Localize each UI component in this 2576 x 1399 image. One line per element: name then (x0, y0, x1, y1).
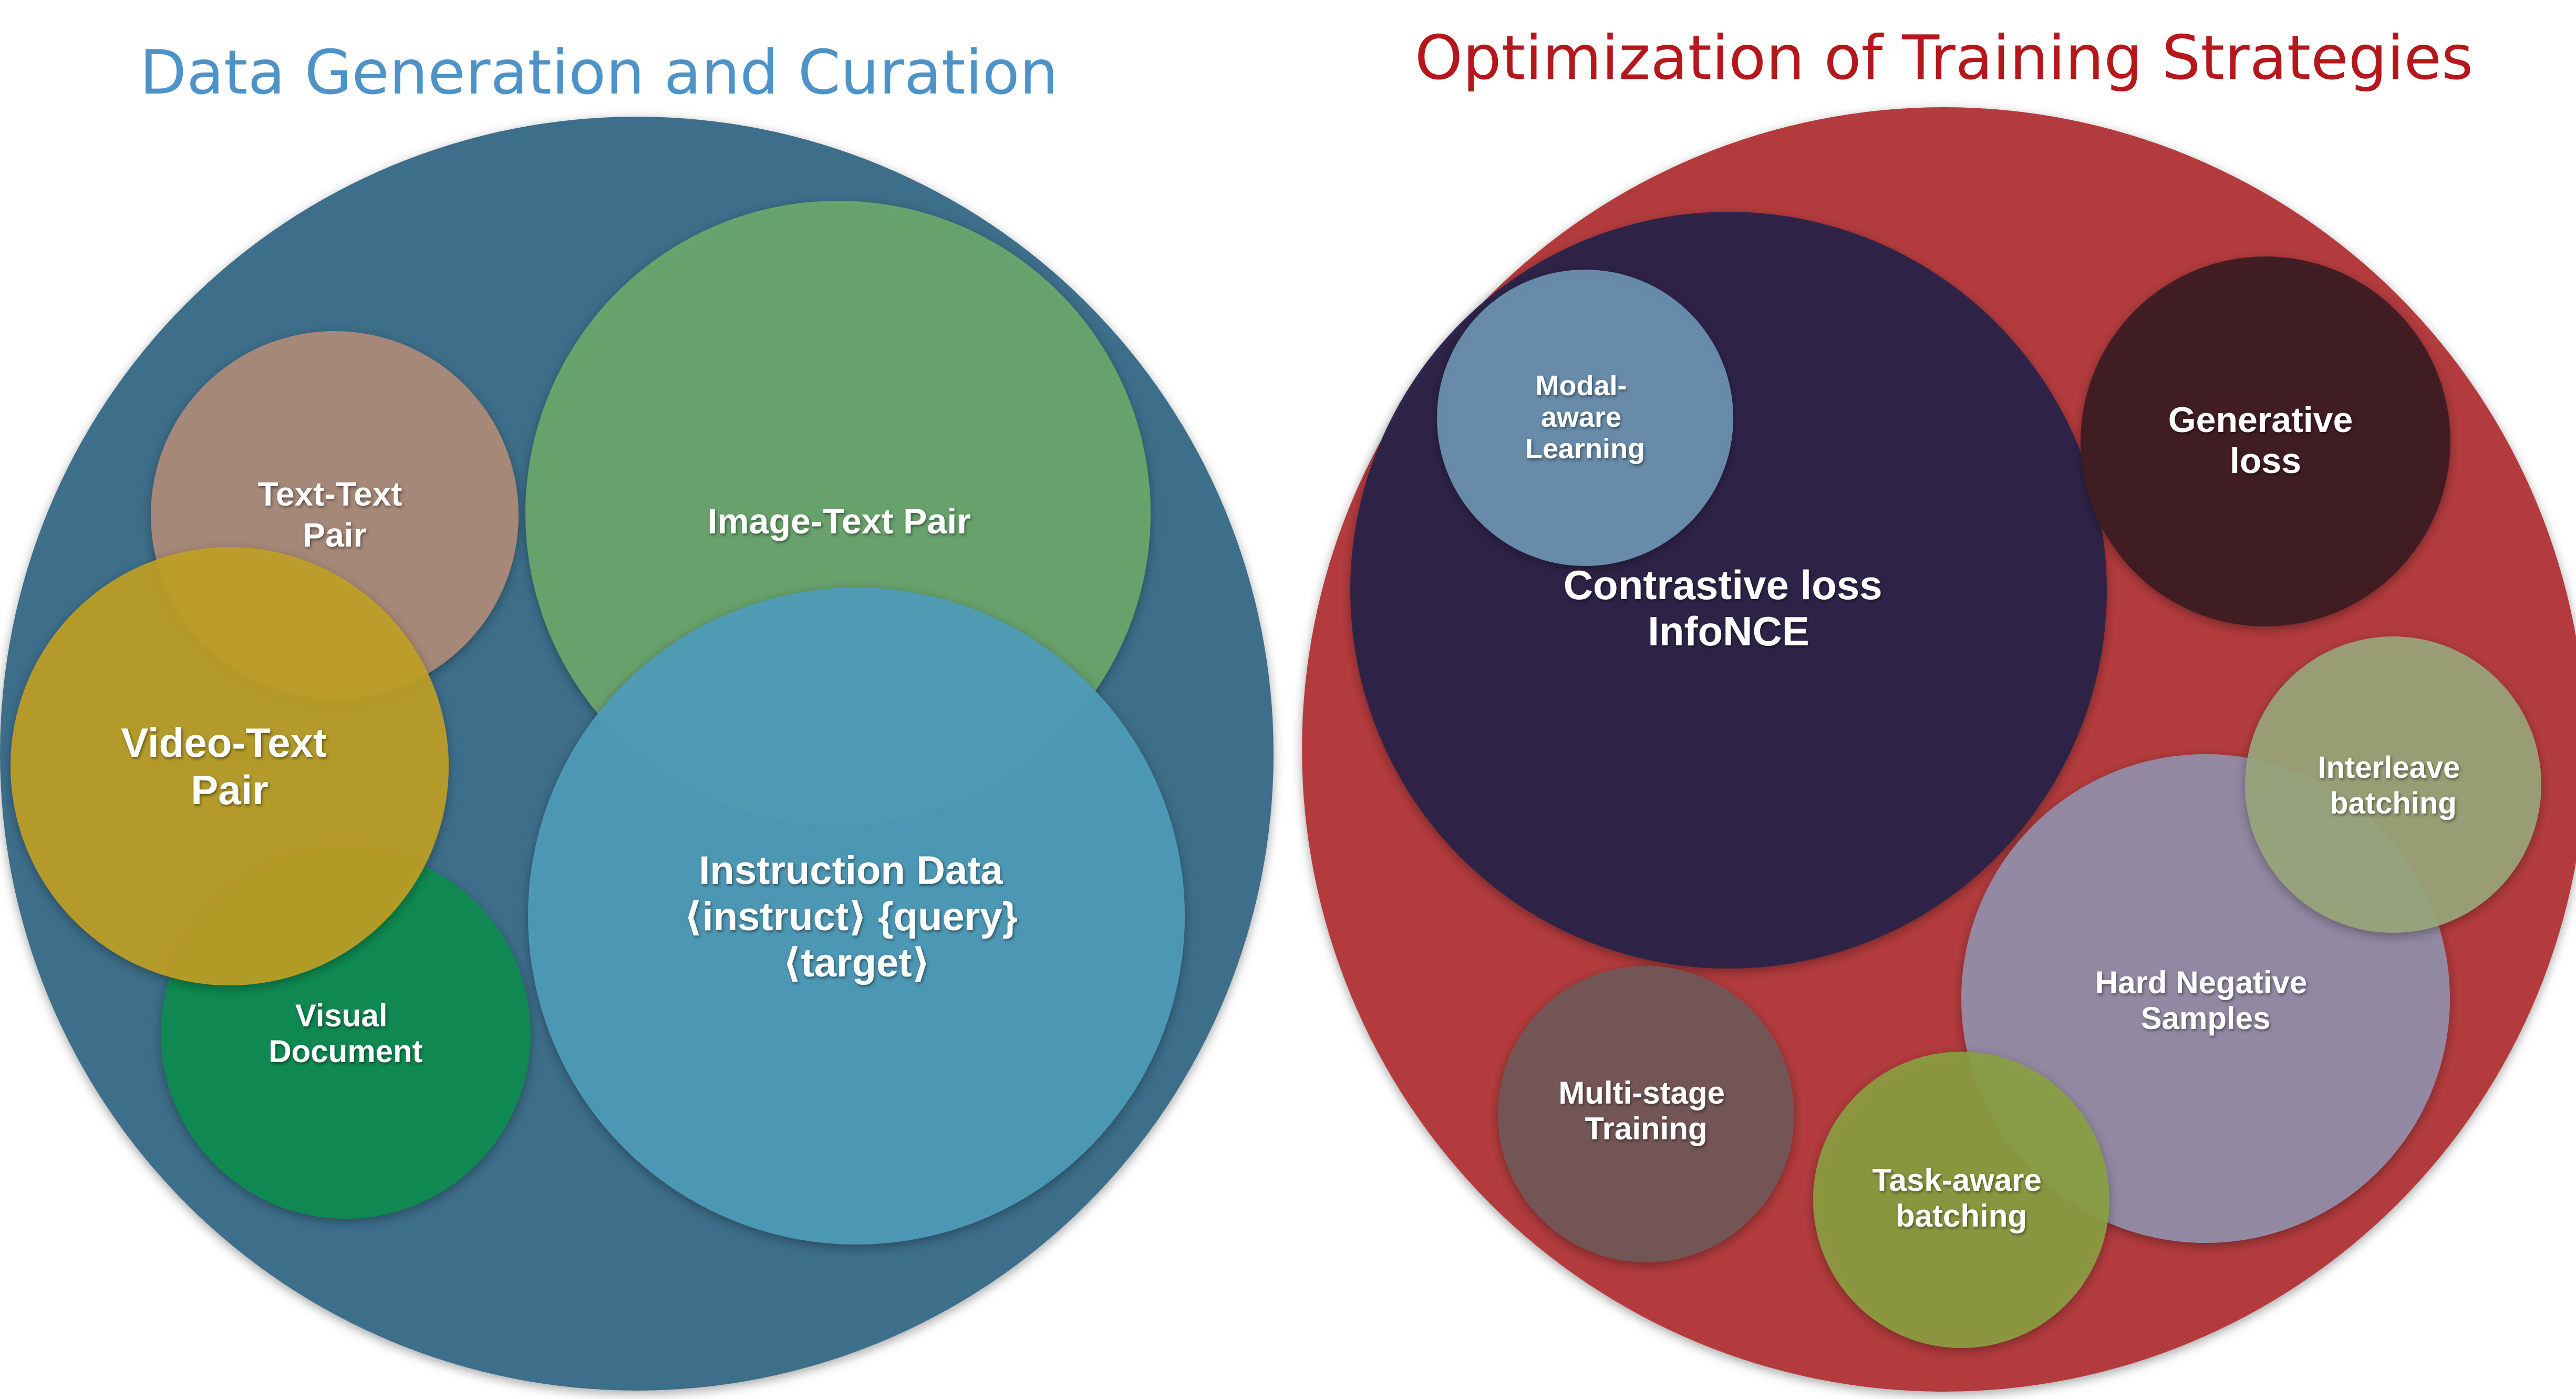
image-text-pair-label: Image-Text Pair (707, 501, 970, 541)
interleave-batching-label: Interleave batching (2318, 750, 2469, 820)
multi-stage-training-circle (1498, 966, 1794, 1262)
left-panel-title: Data Generation and Curation (140, 37, 1058, 108)
text-text-pair-label: Text-Text Pair (258, 475, 412, 554)
visual-document-label: Visual Document (268, 998, 422, 1069)
contrastive-loss-label: Contrastive loss InfoNCE (1564, 562, 1894, 654)
right-panel-title: Optimization of Training Strategies (1415, 23, 2474, 94)
generative-loss-label: Generative loss (2168, 400, 2363, 481)
interleave-batching-circle (2245, 636, 2541, 933)
modal-aware-learning-label: Modal- aware Learning (1525, 370, 1645, 465)
generative-loss-circle (2081, 256, 2450, 626)
instruction-data-circle (528, 588, 1185, 1244)
multi-stage-training-label: Multi-stage Training (1558, 1075, 1733, 1146)
video-text-pair-circle (11, 547, 449, 985)
task-aware-batching-label: Task-aware batching (1872, 1163, 2050, 1233)
hard-negative-samples-label: Hard Negative Samples (2095, 965, 2316, 1036)
video-text-pair-label: Video-Text Pair (121, 719, 338, 813)
instruction-data-label: Instruction Data ⟨instruct⟩ {query} ⟨tar… (684, 848, 1029, 985)
modal-aware-learning-circle (1437, 270, 1733, 566)
task-aware-batching-circle (1813, 1052, 2109, 1348)
right-panel: Optimization of Training Strategies Cont… (1302, 23, 2576, 1392)
left-panel: Data Generation and Curation Image-Text … (0, 37, 1274, 1391)
